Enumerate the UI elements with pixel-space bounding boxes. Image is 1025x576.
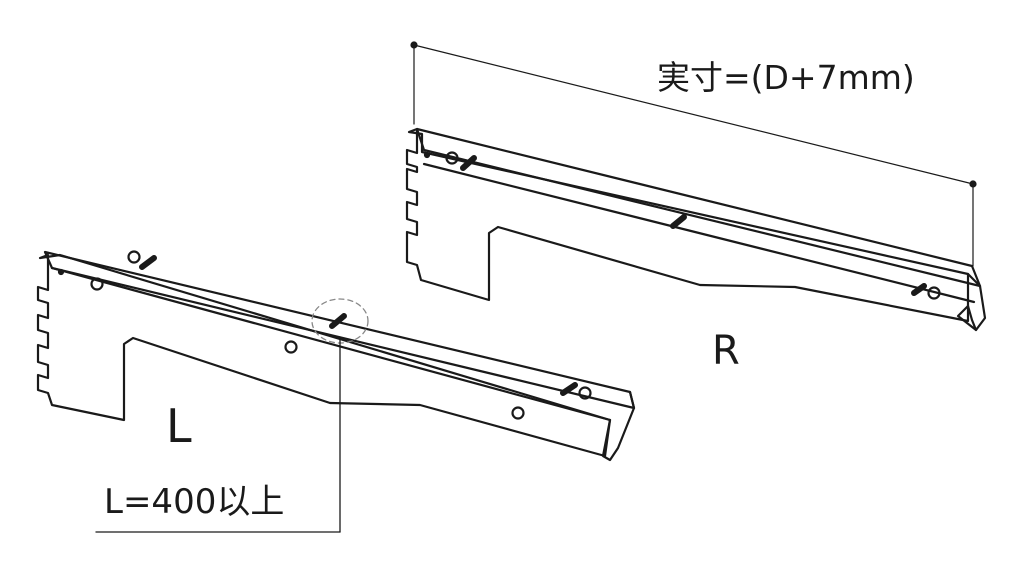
right-bracket-pin [423,151,431,159]
left-bracket-pin [57,268,65,276]
left-bracket-slot-mid [329,313,347,329]
left-bracket-label: L [166,399,192,453]
left-bracket-hole-mid [284,340,298,354]
left-bracket-back-plate [36,253,612,458]
dimension-line [410,41,977,267]
right-bracket-slot-rear [460,155,477,171]
right-bracket-slot-front [911,283,927,296]
right-bracket-front-end [956,272,987,332]
left-bracket-hole-front-web [511,406,525,420]
dimension-label: 実寸=(D+7mm) [657,58,915,97]
right-bracket-inner-edge [422,162,976,304]
left-bracket-inner-edge [50,266,612,422]
length-note: L=400以上 [104,482,285,522]
left-bracket-slot-rear [139,255,157,270]
left-bracket-hole-top-rear [127,250,141,264]
right-bracket-top-surface [415,127,982,288]
left-bracket [36,250,636,462]
right-bracket [405,127,987,332]
left-bracket-hole-top-front [578,386,592,400]
right-bracket-label: R [712,328,740,374]
left-bracket-slot-front [560,382,578,396]
right-bracket-end-fold [966,304,978,332]
slot-callout [95,298,369,533]
right-bracket-hole-rear [445,151,459,165]
right-bracket-back-plate [405,127,970,323]
right-bracket-hole-front [927,286,941,300]
left-bracket-hole-back [90,277,104,291]
left-bracket-front-end [601,390,636,462]
right-bracket-slot-mid [670,214,687,229]
